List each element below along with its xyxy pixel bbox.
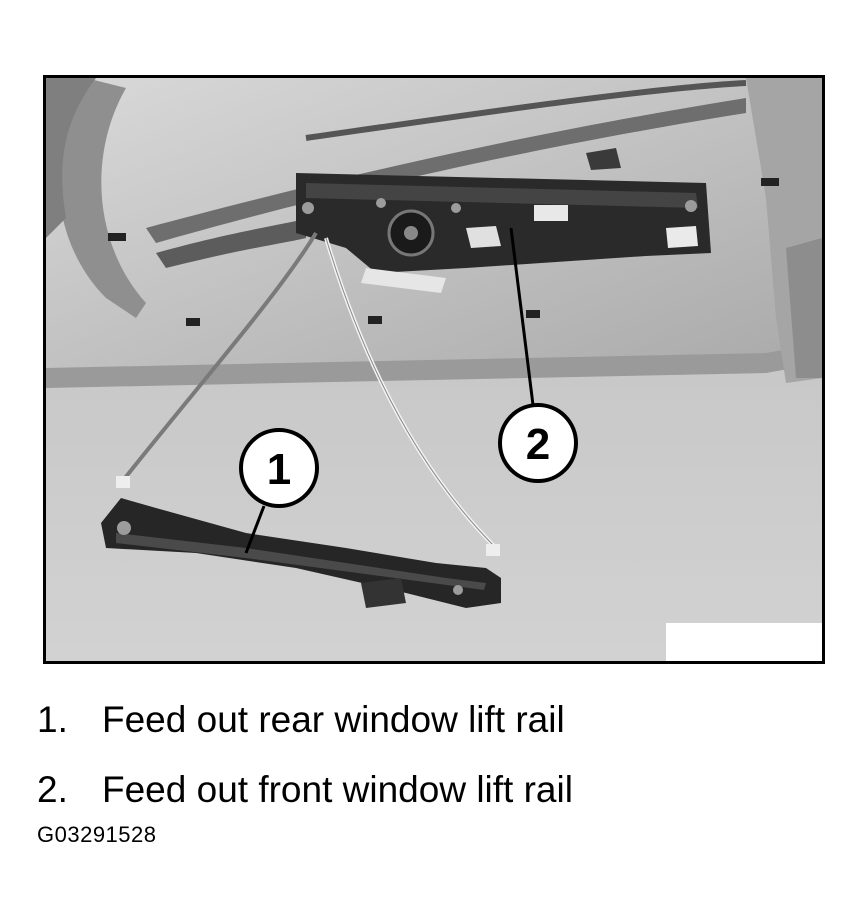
cable-end-fitting	[116, 476, 130, 488]
door-left-edge	[46, 78, 96, 238]
regulator-label-sticker	[534, 205, 568, 221]
door-illustration: 1 2	[46, 78, 822, 661]
legend-item-text: Feed out front window lift rail	[102, 769, 573, 810]
door-photo: 1 2	[43, 75, 825, 664]
rear-rail-bracket	[361, 578, 406, 608]
callout-2: 2	[498, 403, 578, 483]
panel-hole	[526, 310, 540, 318]
panel-hole	[368, 316, 382, 324]
callout-1-leader	[244, 505, 266, 554]
callout-1-number: 1	[267, 445, 291, 494]
figure-id: G03291528	[37, 822, 157, 847]
legend-item: 1. Feed out rear window lift rail	[37, 690, 573, 760]
rail-bolt	[451, 203, 461, 213]
door-arch	[58, 78, 146, 318]
rear-rail-flange	[116, 533, 486, 590]
door-lower-edge	[46, 343, 822, 388]
door-hinge-area	[786, 238, 822, 378]
rail-clip	[466, 226, 501, 248]
front-rail-flange	[306, 183, 698, 208]
rail-clip	[666, 226, 698, 248]
legend: 1. Feed out rear window lift rail 2. Fee…	[37, 690, 573, 830]
rail-upper-bracket	[586, 148, 621, 170]
cable-end-fitting	[486, 544, 500, 556]
callout-1: 1	[239, 428, 319, 508]
rail-bolt	[685, 200, 697, 212]
panel-hole	[761, 178, 779, 186]
rail-bolt	[453, 585, 463, 595]
glass-channel-upper	[146, 98, 746, 243]
glass-channel-lower	[156, 218, 306, 268]
rear-rail-cable	[119, 231, 318, 485]
door-reinforcement-bar	[305, 80, 747, 141]
legend-item-number: 1.	[37, 699, 68, 740]
rail-bolt	[117, 521, 131, 535]
rail-bolt	[302, 202, 314, 214]
rear-rail-cable-outline	[325, 237, 497, 549]
rail-bolt	[376, 198, 386, 208]
connector-block	[361, 268, 446, 293]
panel-hole	[108, 233, 126, 241]
legend-item-text: Feed out rear window lift rail	[102, 699, 565, 740]
regulator-motor-hub	[404, 226, 418, 240]
legend-item: 2. Feed out front window lift rail	[37, 760, 573, 830]
legend-item-number: 2.	[37, 769, 68, 810]
panel-hole	[186, 318, 200, 326]
callout-2-leader	[509, 227, 536, 414]
image-tag	[666, 623, 822, 661]
callout-2-number: 2	[526, 420, 550, 469]
